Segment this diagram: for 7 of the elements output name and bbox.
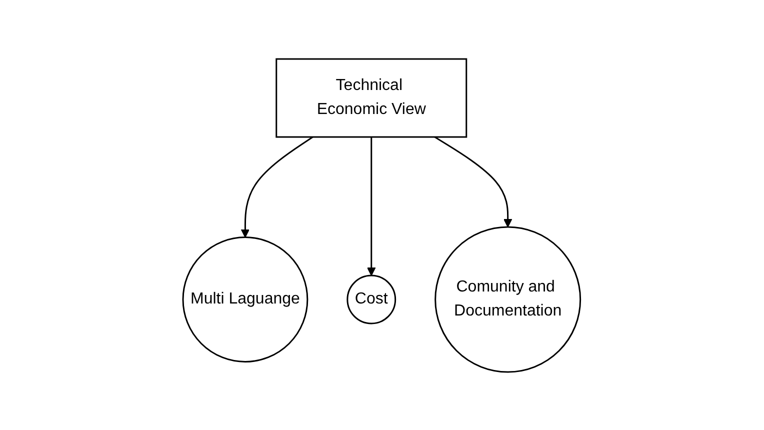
- node-box: Technical Economic View: [276, 58, 468, 138]
- node-circle: Comunity and Documentation: [434, 226, 582, 372]
- arrow: [434, 136, 513, 227]
- arrow: [367, 136, 376, 276]
- arrow: [241, 136, 314, 238]
- node-circle: Cost: [347, 274, 396, 324]
- node-circle: Multi Laguange: [182, 236, 308, 362]
